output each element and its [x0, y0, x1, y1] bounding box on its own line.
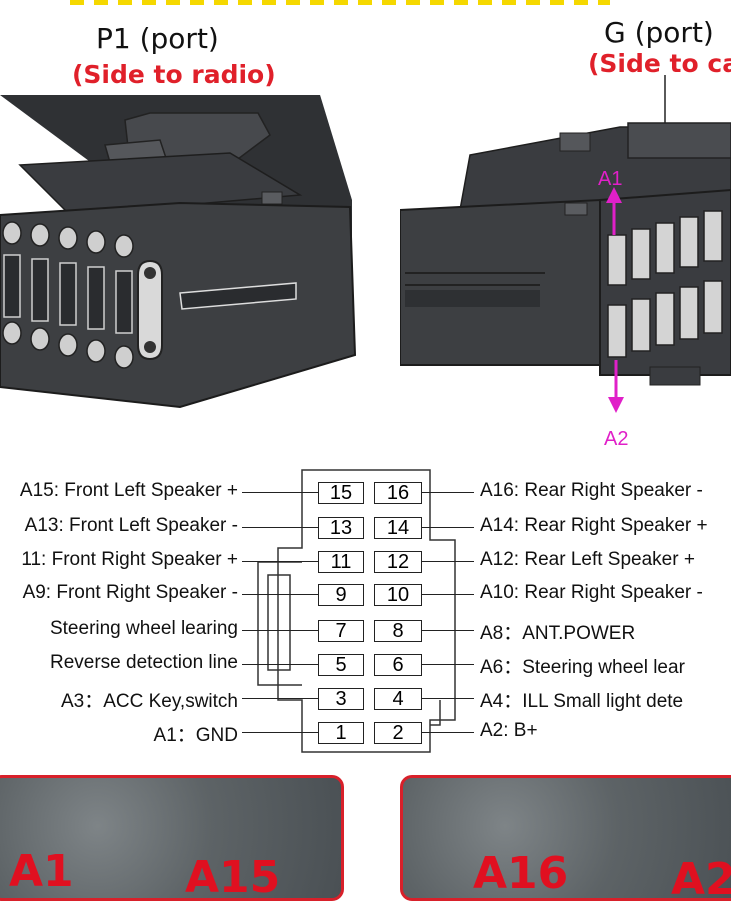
pin-label-right: A10: Rear Right Speaker -	[480, 582, 703, 603]
photo-label-a15: A15	[185, 852, 281, 901]
leader-line-right	[422, 630, 474, 631]
leader-line-left	[242, 561, 318, 562]
pin-box: 12	[374, 551, 422, 573]
pin-box: 7	[318, 620, 364, 642]
pin-box: 5	[318, 654, 364, 676]
pin-label-left: Steering wheel learing	[49, 618, 238, 639]
pin-label-left: A13: Front Left Speaker -	[24, 515, 238, 536]
g-title: G (port)	[604, 16, 714, 49]
leader-line-right	[422, 732, 474, 733]
pin-box: 2	[374, 722, 422, 744]
pin-label-left: A3：ACC Key,switch	[60, 691, 238, 712]
leader-line-right	[422, 664, 474, 665]
p1-title: P1 (port)	[96, 22, 219, 55]
pin-label-left: A15: Front Left Speaker +	[19, 480, 238, 501]
photo-label-a1: A1	[9, 846, 74, 897]
pin-box: 1	[318, 722, 364, 744]
pin-label-right: A16: Rear Right Speaker -	[480, 480, 703, 501]
pinout-diagram	[257, 469, 456, 753]
pin-label-right: A6：Steering wheel lear	[480, 657, 685, 678]
pin-box: 15	[318, 482, 364, 504]
pin-box: 9	[318, 584, 364, 606]
leader-line-left	[242, 698, 318, 699]
leader-line-left	[242, 492, 318, 493]
top-dashed-border	[70, 0, 610, 5]
pin-label-left: 11: Front Right Speaker +	[21, 549, 238, 570]
photo-panel-left: A1 A15	[0, 775, 344, 901]
pin-box: 10	[374, 584, 422, 606]
pin-label-left: Reverse detection line	[50, 652, 238, 673]
leader-line-left	[242, 664, 318, 665]
pin-label-right: A12: Rear Left Speaker +	[480, 549, 695, 570]
pin-box: 4	[374, 688, 422, 710]
leader-line-left	[242, 630, 318, 631]
leader-line-right	[422, 492, 474, 493]
photo-label-a16: A16	[473, 848, 569, 899]
pin-box: 3	[318, 688, 364, 710]
leader-line-right	[422, 698, 474, 699]
pin-box: 6	[374, 654, 422, 676]
p1-connector-illustration	[0, 95, 357, 409]
pin-label-right: A4：ILL Small light dete	[480, 691, 684, 712]
pin-box: 14	[374, 517, 422, 539]
pin-box: 11	[318, 551, 364, 573]
g-connector-illustration	[400, 75, 731, 413]
pin-label-left: A1：GND	[153, 725, 238, 746]
leader-line-left	[242, 732, 318, 733]
pin-label-right: A14: Rear Right Speaker +	[480, 515, 708, 536]
leader-line-left	[242, 594, 318, 595]
pin-box: 16	[374, 482, 422, 504]
leader-line-right	[422, 527, 474, 528]
g-subtitle: (Side to ca	[588, 49, 731, 78]
p1-subtitle: (Side to radio)	[72, 60, 276, 89]
leader-line-right	[422, 561, 474, 562]
leader-line-left	[242, 527, 318, 528]
pin-label-right: A8：ANT.POWER	[480, 623, 636, 644]
g-arrow-label-top: A1	[598, 168, 623, 190]
pin-box: 13	[318, 517, 364, 539]
photo-panel-right: A16 A2	[400, 775, 731, 901]
pin-label-left: A9: Front Right Speaker -	[22, 582, 238, 603]
pin-box: 8	[374, 620, 422, 642]
leader-line-right	[422, 594, 474, 595]
g-arrow-label-bottom: A2	[604, 428, 629, 450]
pin-label-right: A2: B+	[480, 720, 538, 741]
